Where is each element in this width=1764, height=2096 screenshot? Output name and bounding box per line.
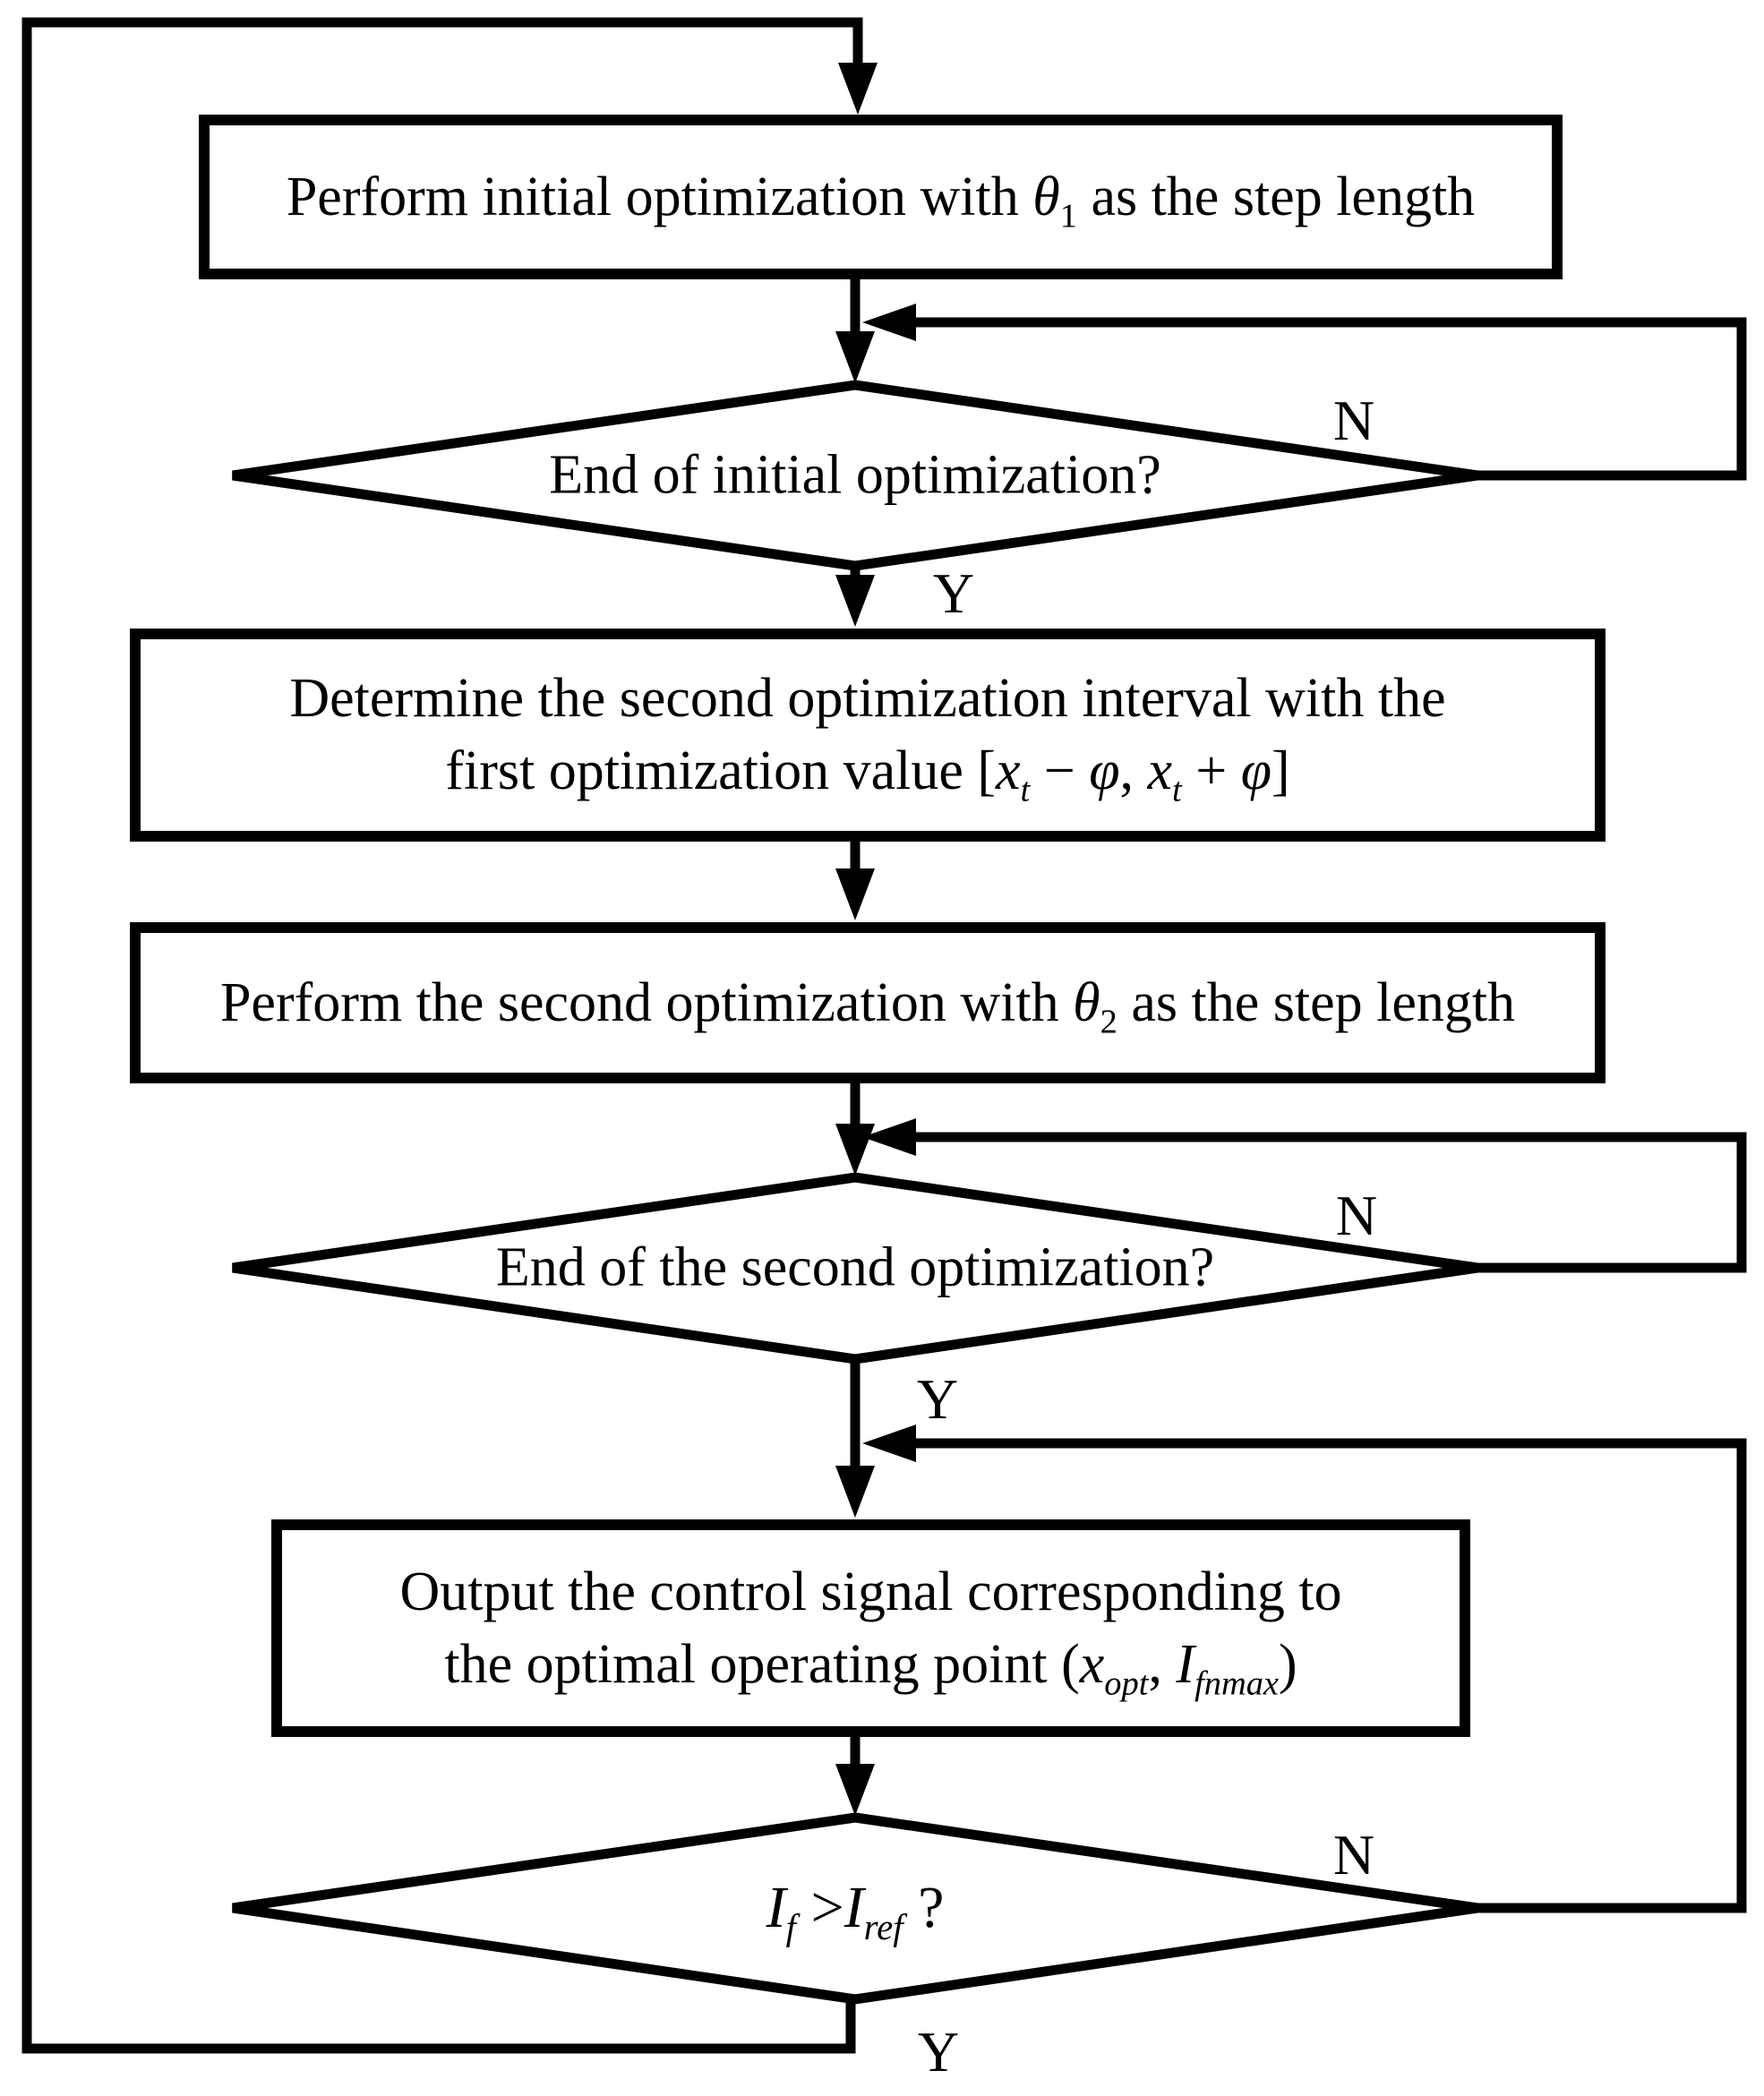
arrowhead-merge-no2 [862, 1118, 916, 1156]
decision2-label: End of the second optimization? [495, 1236, 1215, 1298]
yes-label-decision1: Y [932, 561, 975, 625]
arrowhead-into-decision3 [835, 1764, 875, 1816]
arrowhead-into-decision2 [835, 1124, 875, 1176]
arrowhead-into-box1 [838, 63, 878, 115]
no-label-decision2: N [1335, 1184, 1378, 1247]
yes-label-decision3: Y [917, 2020, 960, 2083]
process-box-second-interval: Determine the second optimization interv… [130, 629, 1606, 842]
no-return-line-2 [916, 1132, 1747, 1273]
no-return-line-1 [916, 317, 1747, 481]
decision1-label: End of initial optimization? [549, 444, 1161, 506]
no-label-decision1: N [1332, 389, 1375, 452]
arrowhead-into-box4 [835, 1466, 875, 1518]
decision1-shape [232, 380, 1478, 571]
no-label-decision3: N [1332, 1823, 1375, 1886]
decision3-shape [232, 1812, 1478, 2005]
no-return-line-3 [916, 1438, 1747, 1913]
process-box-second-optimization: Perform the second optimization with θ2 … [130, 922, 1606, 1083]
process-box-label: Perform initial optimization with θ1 as … [286, 166, 1476, 235]
process-box-label: Output the control signal corresponding … [399, 1561, 1342, 1702]
decision2-shape [232, 1172, 1478, 1365]
arrowhead-into-box3 [835, 868, 875, 920]
arrowhead-merge-no1 [862, 304, 916, 341]
yes-label-decision2: Y [916, 1367, 959, 1431]
loop-yes-return-line [21, 17, 863, 2054]
arrowhead-merge-no3 [862, 1424, 916, 1462]
process-box-output-control-signal: Output the control signal corresponding … [271, 1519, 1470, 1737]
process-box-initial-optimization: Perform initial optimization with θ1 as … [199, 115, 1563, 279]
process-box-label: Perform the second optimization with θ2 … [219, 971, 1516, 1041]
process-box-label: Determine the second optimization interv… [289, 668, 1446, 809]
arrowhead-into-decision1 [835, 331, 875, 383]
arrowhead-into-box2 [835, 575, 875, 627]
decision3-label: If >Iref ? [766, 1875, 945, 1948]
